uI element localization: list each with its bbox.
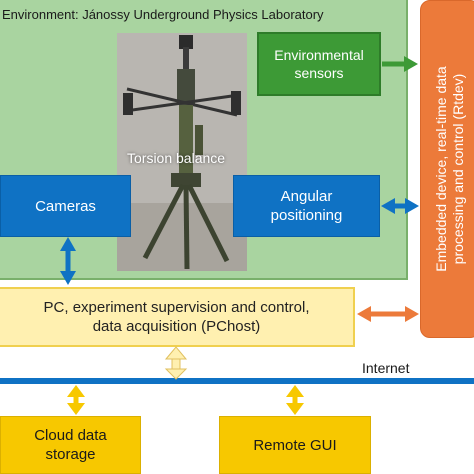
angular-positioning-box: Angular positioning <box>233 175 380 237</box>
pc-host-box: PC, experiment supervision and control, … <box>0 287 355 347</box>
internet-cloud-double-arrow <box>67 385 85 415</box>
remote-gui-label: Remote GUI <box>253 436 337 454</box>
internet-gui-double-arrow <box>286 385 304 415</box>
pc-host-line2: data acquisition (PChost) <box>92 318 261 335</box>
cloud-storage-box: Cloud data storage <box>0 416 141 474</box>
internet-label: Internet <box>362 360 410 376</box>
environmental-sensors-line1: Environmental <box>274 47 364 63</box>
angular-positioning-line2: positioning <box>270 207 343 224</box>
cloud-storage-line2: storage <box>45 446 96 463</box>
pc-embedded-double-arrow <box>357 306 419 322</box>
environmental-sensors-line2: sensors <box>294 65 344 81</box>
remote-gui-box: Remote GUI <box>219 416 371 474</box>
cloud-storage-line1: Cloud data <box>34 427 107 444</box>
cameras-box: Cameras <box>0 175 131 237</box>
cameras-pc-double-arrow <box>60 237 76 285</box>
pc-internet-double-arrow <box>164 346 188 380</box>
pc-host-line1: PC, experiment supervision and control, <box>43 299 310 316</box>
torsion-balance-photo: Torsion balance <box>117 33 247 271</box>
torsion-balance-label: Torsion balance <box>127 150 226 166</box>
embedded-device-box: Embedded device, real-time data processi… <box>420 0 474 338</box>
environment-title: Environment: Jánossy Underground Physics… <box>2 7 324 22</box>
sensors-to-embedded-arrow <box>382 56 418 72</box>
internet-bus <box>0 378 474 384</box>
environmental-sensors-box: Environmental sensors <box>257 32 381 96</box>
angular-embedded-double-arrow <box>381 198 419 214</box>
cameras-label: Cameras <box>35 197 96 215</box>
angular-positioning-line1: Angular <box>280 188 333 205</box>
torsion-balance-illustration <box>117 33 247 271</box>
